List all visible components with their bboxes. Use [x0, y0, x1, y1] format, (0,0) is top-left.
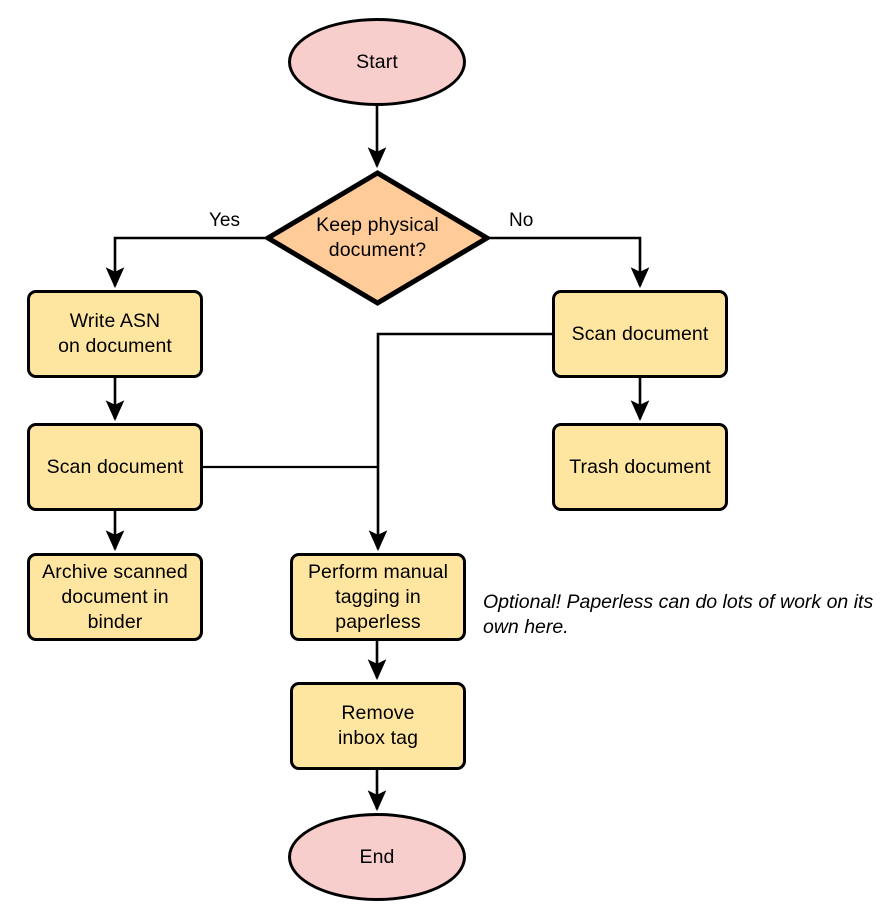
- node-write-asn-on-document-label: Write ASN on document: [58, 310, 172, 357]
- node-keep-physical-document-label: Keep physical document?: [316, 214, 439, 261]
- node-trash-document-label: Trash document: [569, 455, 711, 478]
- node-remove-inbox-tag[interactable]: Remove inbox tag: [290, 682, 466, 770]
- node-write-asn-on-document[interactable]: Write ASN on document: [27, 290, 203, 378]
- node-scan-document-left[interactable]: Scan document: [27, 423, 203, 511]
- node-scan-document-right-label: Scan document: [571, 322, 709, 345]
- edge-scan-right-to-manual-tagging: [368, 332, 552, 552]
- node-perform-manual-tagging[interactable]: Perform manual tagging in paperless: [290, 553, 466, 641]
- edge-decision-yes-to-write-asn: [105, 236, 265, 289]
- node-remove-inbox-tag-label: Remove inbox tag: [337, 702, 419, 749]
- node-end[interactable]: End: [288, 813, 466, 901]
- node-perform-manual-tagging-label: Perform manual tagging in paperless: [307, 560, 449, 633]
- node-start-label: Start: [356, 50, 398, 73]
- edge-decision-no-to-scan-right: [490, 236, 650, 289]
- node-scan-document-right[interactable]: Scan document: [552, 290, 728, 378]
- node-end-label: End: [359, 845, 395, 868]
- node-start[interactable]: Start: [288, 18, 466, 106]
- edge-label-yes: Yes: [209, 210, 240, 231]
- node-archive-scanned-document-in-binder[interactable]: Archive scanned document in binder: [27, 553, 203, 641]
- node-scan-document-left-label: Scan document: [46, 455, 184, 478]
- edge-label-no: No: [509, 210, 534, 231]
- diamond-shape: [265, 170, 490, 306]
- node-trash-document[interactable]: Trash document: [552, 423, 728, 511]
- node-archive-scanned-document-in-binder-label: Archive scanned document in binder: [42, 560, 188, 633]
- annotation-optional-note: Optional! Paperless can do lots of work …: [483, 591, 874, 638]
- node-keep-physical-document[interactable]: Keep physical document?: [265, 170, 490, 306]
